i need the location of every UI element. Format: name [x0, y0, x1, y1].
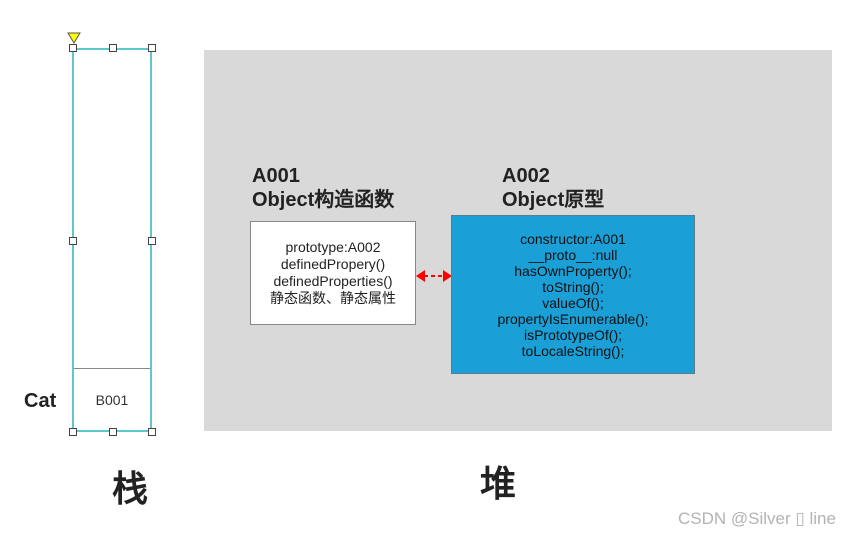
a002-line: valueOf();: [542, 294, 604, 311]
resize-handle-right[interactable]: [148, 237, 156, 245]
resize-handle-bottom-left[interactable]: [69, 428, 77, 436]
a002-line: constructor:A001: [520, 230, 626, 247]
a002-heading: A002 Object原型: [502, 164, 604, 212]
a001-line: 静态函数、静态属性: [270, 290, 396, 306]
a002-line: __proto__:null: [528, 246, 618, 263]
a002-line: toString();: [542, 278, 604, 295]
stack-title: 栈: [112, 468, 149, 509]
a001-heading: A001 Object构造函数: [252, 164, 394, 212]
rotate-handle-icon[interactable]: [67, 32, 81, 44]
a002-line: hasOwnProperty();: [514, 262, 632, 279]
resize-handle-top[interactable]: [109, 44, 117, 52]
a002-line: isPrototypeOf();: [523, 326, 623, 343]
stack-divider: [74, 368, 150, 369]
object-constructor-box[interactable]: prototype:A002 definedPropery() definedP…: [250, 221, 416, 325]
resize-handle-left[interactable]: [69, 237, 77, 245]
stack-variable-label: Cat: [24, 390, 57, 412]
watermark: CSDN @Silver ▯ line: [678, 509, 836, 528]
a002-line: toLocaleString();: [521, 342, 625, 359]
a001-line: definedPropery(): [280, 256, 386, 272]
object-prototype-box[interactable]: constructor:A001 __proto__:null hasOwnPr…: [451, 215, 695, 374]
resize-handle-top-right[interactable]: [148, 44, 156, 52]
a002-line: propertyIsEnumerable();: [497, 310, 649, 327]
a001-line: prototype:A002: [285, 239, 381, 255]
resize-handle-top-left[interactable]: [69, 44, 77, 52]
resize-handle-bottom-right[interactable]: [148, 428, 156, 436]
a002-id: A002: [502, 165, 550, 187]
resize-handle-bottom[interactable]: [109, 428, 117, 436]
a001-line: definedProperties(): [273, 273, 393, 289]
a001-id: A001: [252, 165, 300, 187]
double-arrow-icon: [416, 270, 452, 282]
a002-name: Object原型: [502, 189, 605, 211]
stack-cell-value: B001: [95, 392, 129, 408]
heap-title: 堆: [480, 463, 517, 504]
a001-name: Object构造函数: [252, 189, 395, 211]
stack-cell: B001: [74, 370, 150, 430]
